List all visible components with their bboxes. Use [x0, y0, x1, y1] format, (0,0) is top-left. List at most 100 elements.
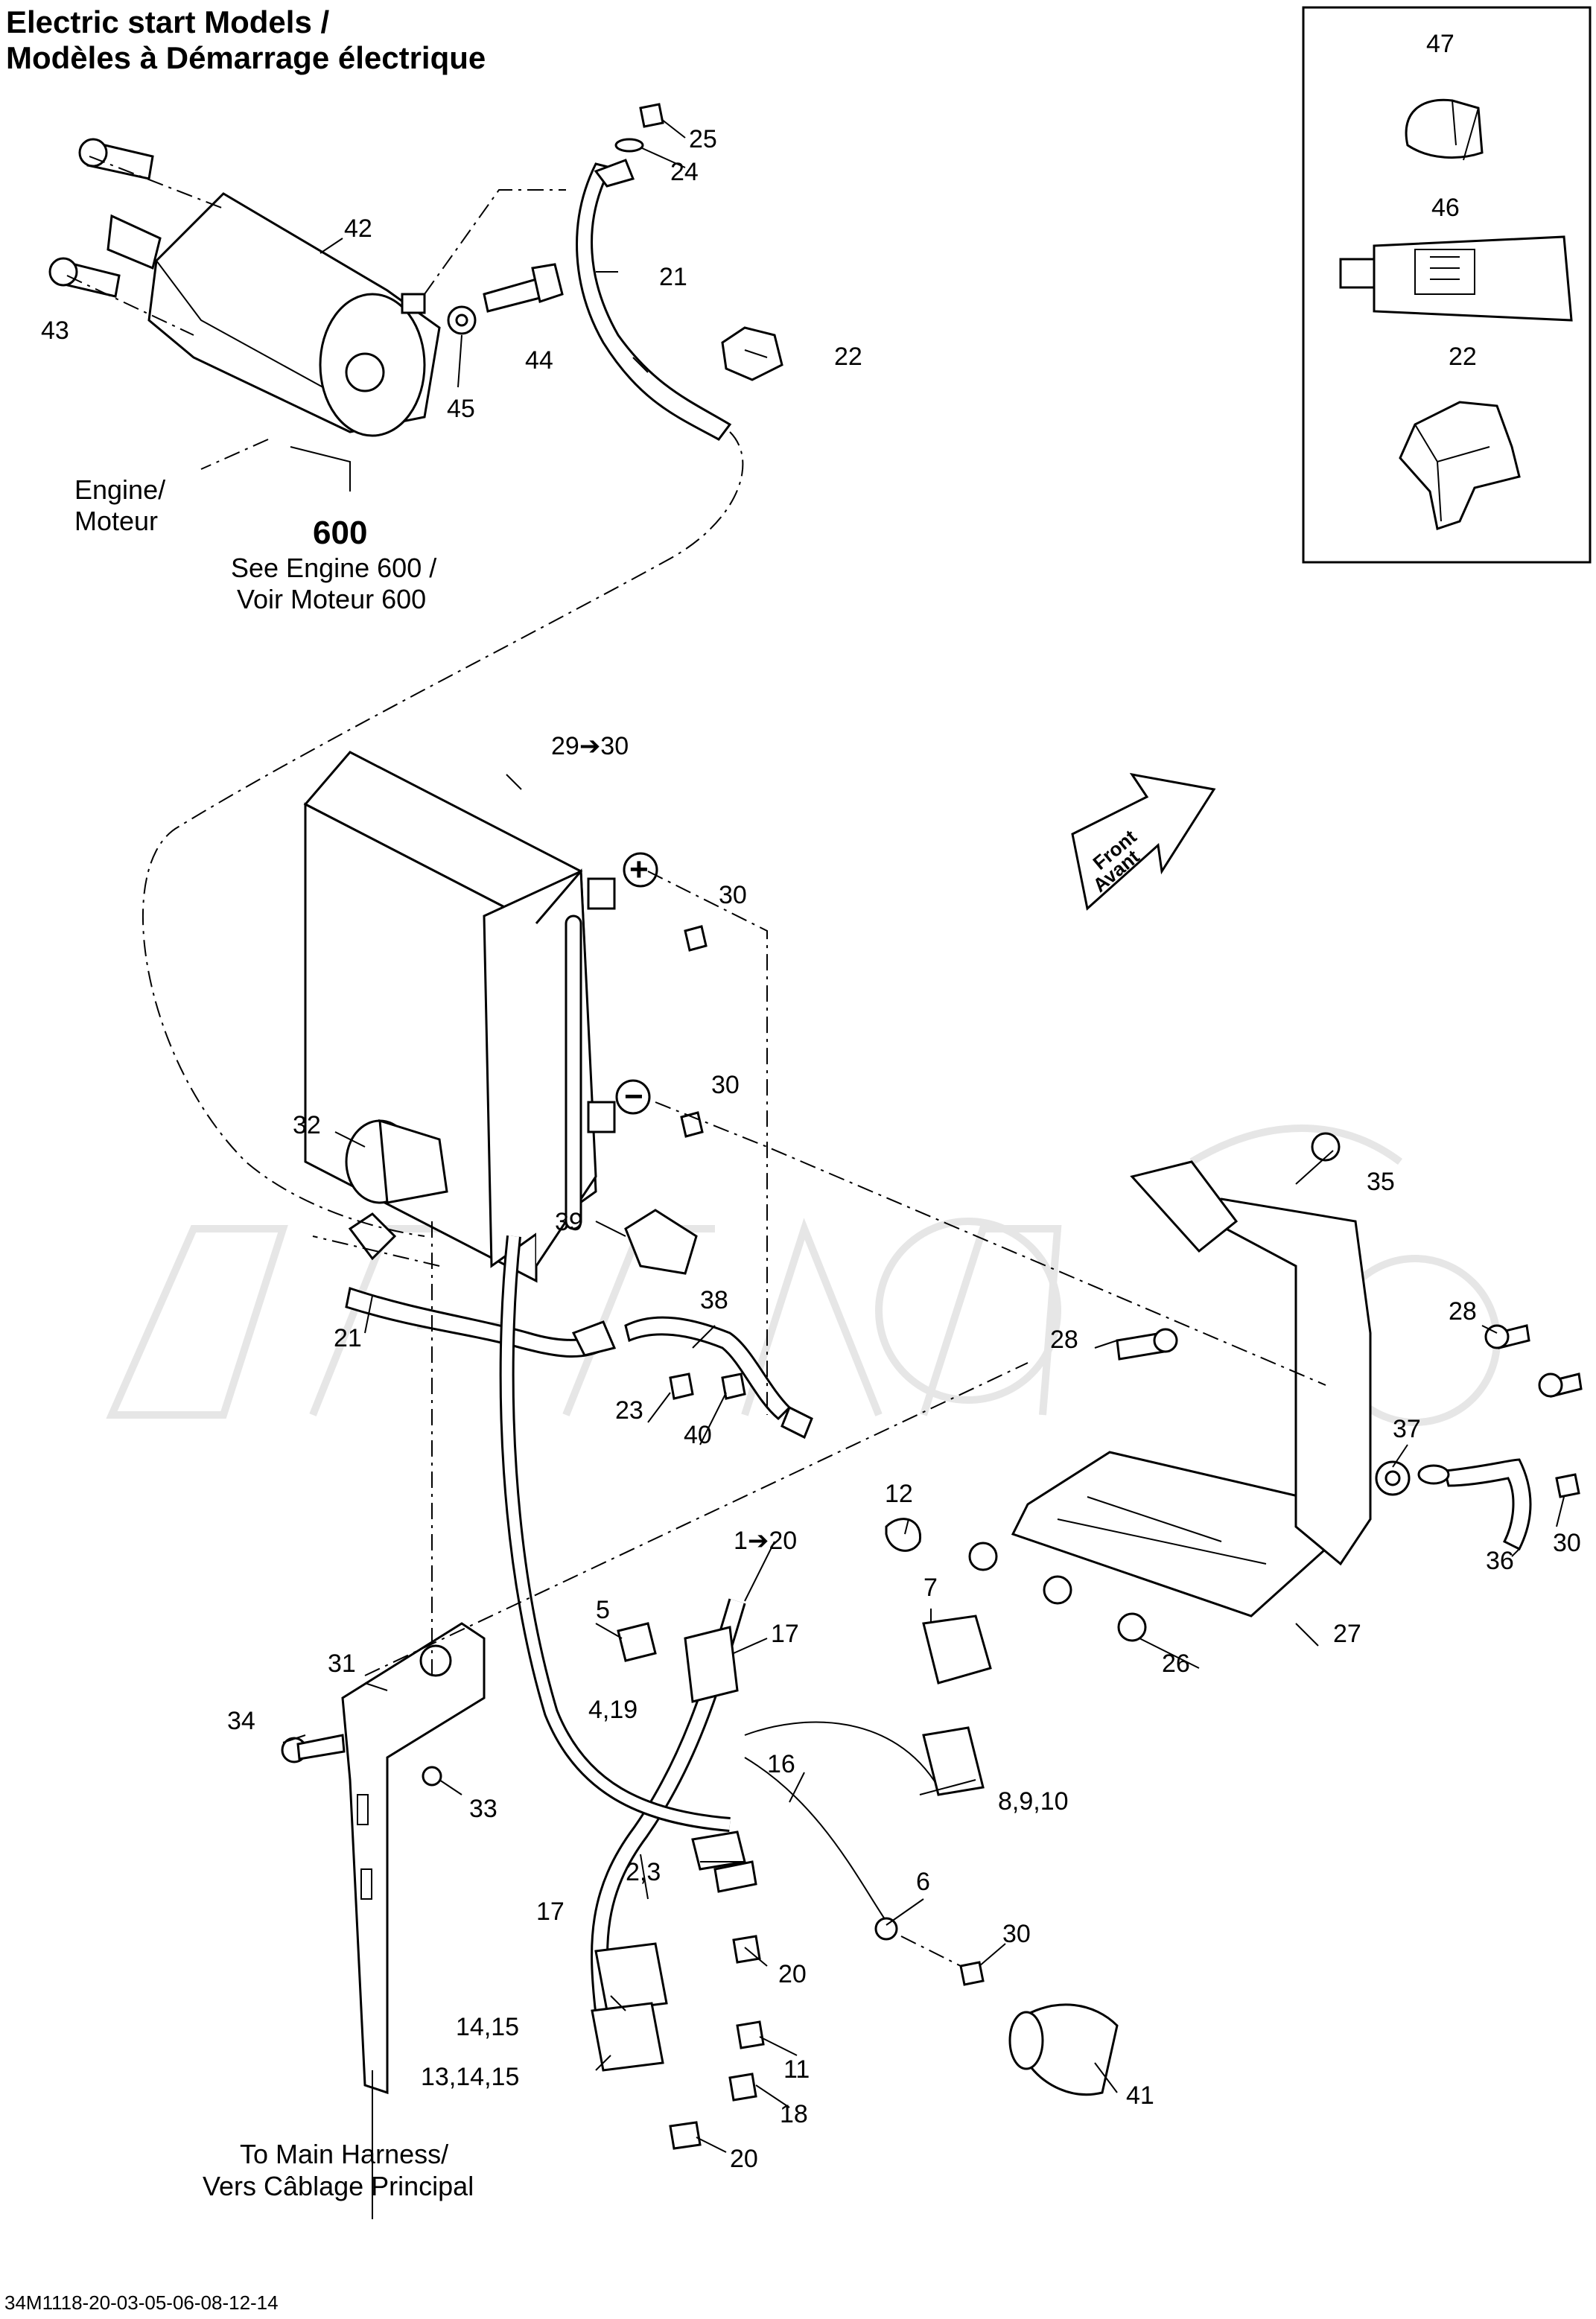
label-44: 44	[525, 346, 553, 375]
label-22: 22	[834, 343, 862, 371]
solenoid-32	[345, 1119, 448, 1261]
harness-reference: To Main Harness/ Vers Câblage Principal	[203, 2139, 474, 2201]
engine-ref-line-2: Voir Moteur 600	[237, 584, 426, 614]
label-41: 41	[1126, 2081, 1154, 2110]
catalog-code: 34M1118-20-03-05-06-08-12-14	[4, 2291, 279, 2314]
label-4-19: 4,19	[588, 1696, 638, 1724]
diagram-title: Electric start Models / Modèles à Démarr…	[6, 4, 486, 76]
washer-24	[614, 138, 644, 153]
label-20-a: 20	[778, 1960, 807, 1988]
ring-terminal-6	[874, 1917, 898, 1941]
leader-lines	[282, 118, 1565, 2219]
relay-socket-8-9-10	[922, 1726, 985, 1796]
ground-cable-36	[1417, 1458, 1532, 1551]
boot-39	[624, 1209, 698, 1275]
compound-tube-46	[1339, 235, 1573, 322]
label-6: 6	[916, 1868, 930, 1896]
title-line-1: Electric start Models /	[6, 4, 330, 39]
label-42: 42	[344, 214, 372, 243]
socket-41	[1008, 2003, 1119, 2096]
label-34: 34	[227, 1707, 255, 1735]
watermark	[106, 1124, 1501, 1426]
label-2-3: 2,3	[626, 1858, 661, 1886]
bolt-34	[281, 1734, 346, 1763]
label-40: 40	[684, 1421, 712, 1449]
lock-washer-37	[1375, 1460, 1411, 1496]
bolts-28	[1116, 1324, 1583, 1398]
grommet-12	[885, 1518, 921, 1552]
label-35: 35	[1367, 1168, 1395, 1196]
engine-reference: Engine/ Moteur 600 See Engine 600 / Voir…	[74, 474, 436, 614]
label-31: 31	[328, 1650, 356, 1678]
label-21-mid: 21	[334, 1324, 362, 1352]
label-24: 24	[670, 158, 699, 186]
label-33: 33	[469, 1795, 497, 1823]
negative-terminal-symbol: −	[624, 1078, 643, 1115]
label-8-9-10: 8,9,10	[998, 1787, 1069, 1816]
nut-30-harness	[959, 1961, 985, 1986]
clip-22-inset	[1399, 401, 1521, 530]
positive-terminal-symbol: +	[629, 851, 649, 888]
label-18: 18	[780, 2100, 808, 2128]
label-28-b: 28	[1449, 1297, 1477, 1326]
fuse-holders-13-14-15	[591, 1942, 668, 2072]
relay-7	[922, 1615, 992, 1685]
label-30-b: 30	[711, 1071, 740, 1099]
label-23: 23	[615, 1396, 643, 1425]
nut-33	[422, 1766, 442, 1787]
nut-30-tray	[1555, 1473, 1580, 1498]
engine-ref-number: 600	[313, 515, 367, 551]
label-36: 36	[1486, 1547, 1514, 1575]
part-labels: 47 46 22 25 24 42 21 22 43 44 45 29➔30 3…	[41, 30, 1581, 2173]
nut-23	[669, 1372, 694, 1400]
label-22-inset: 22	[1449, 343, 1477, 371]
label-30-d: 30	[1002, 1920, 1031, 1948]
engine-note-line-2: Moteur	[74, 506, 158, 536]
title-line-2: Modèles à Démarrage électrique	[6, 40, 486, 75]
label-29-30: 29➔30	[551, 732, 629, 760]
engine-note-line-1: Engine/	[74, 474, 165, 505]
clip-47	[1405, 98, 1484, 161]
nut-40	[721, 1372, 746, 1400]
cable-21-mid	[345, 1287, 617, 1358]
starter-motor-42	[106, 192, 441, 437]
fuses-11-18-20	[669, 1935, 765, 2150]
grommets-26	[968, 1542, 1147, 1642]
battery-terminals: + −	[615, 851, 658, 1115]
connector-4-19	[684, 1626, 739, 1703]
cable-21-top	[576, 159, 732, 441]
label-38: 38	[700, 1286, 728, 1314]
harness-note-line-1: To Main Harness/	[240, 2139, 448, 2169]
label-28-a: 28	[1050, 1326, 1078, 1354]
battery-tray-27	[1011, 1160, 1372, 1617]
connector-5	[617, 1622, 657, 1662]
label-11: 11	[783, 2055, 810, 2084]
bolt-35	[1311, 1132, 1341, 1162]
label-14-15: 14,15	[456, 2013, 519, 2041]
front-arrow-icon: Front Avant	[1071, 772, 1216, 911]
label-47: 47	[1426, 30, 1454, 58]
nuts-30	[680, 925, 708, 1138]
label-45: 45	[447, 395, 475, 423]
label-7: 7	[923, 1574, 938, 1602]
bolts-43	[48, 138, 154, 298]
label-12: 12	[885, 1480, 913, 1508]
label-21-top: 21	[659, 263, 687, 291]
routing-lines	[66, 156, 1326, 1967]
washer-45	[447, 305, 477, 335]
label-13-14-15: 13,14,15	[421, 2063, 519, 2091]
nut-25	[639, 103, 664, 128]
engine-ref-line-1: See Engine 600 /	[231, 553, 436, 583]
label-17-a: 17	[771, 1620, 799, 1648]
label-30-a: 30	[719, 881, 747, 909]
bolt-44	[483, 263, 564, 313]
label-20-b: 20	[730, 2145, 758, 2173]
label-5: 5	[596, 1596, 610, 1624]
label-17-b: 17	[536, 1897, 565, 1926]
label-32: 32	[293, 1111, 321, 1139]
battery-29	[303, 751, 616, 1283]
label-27: 27	[1333, 1620, 1361, 1648]
label-43: 43	[41, 316, 69, 345]
harness-note-line-2: Vers Câblage Principal	[203, 2171, 474, 2201]
